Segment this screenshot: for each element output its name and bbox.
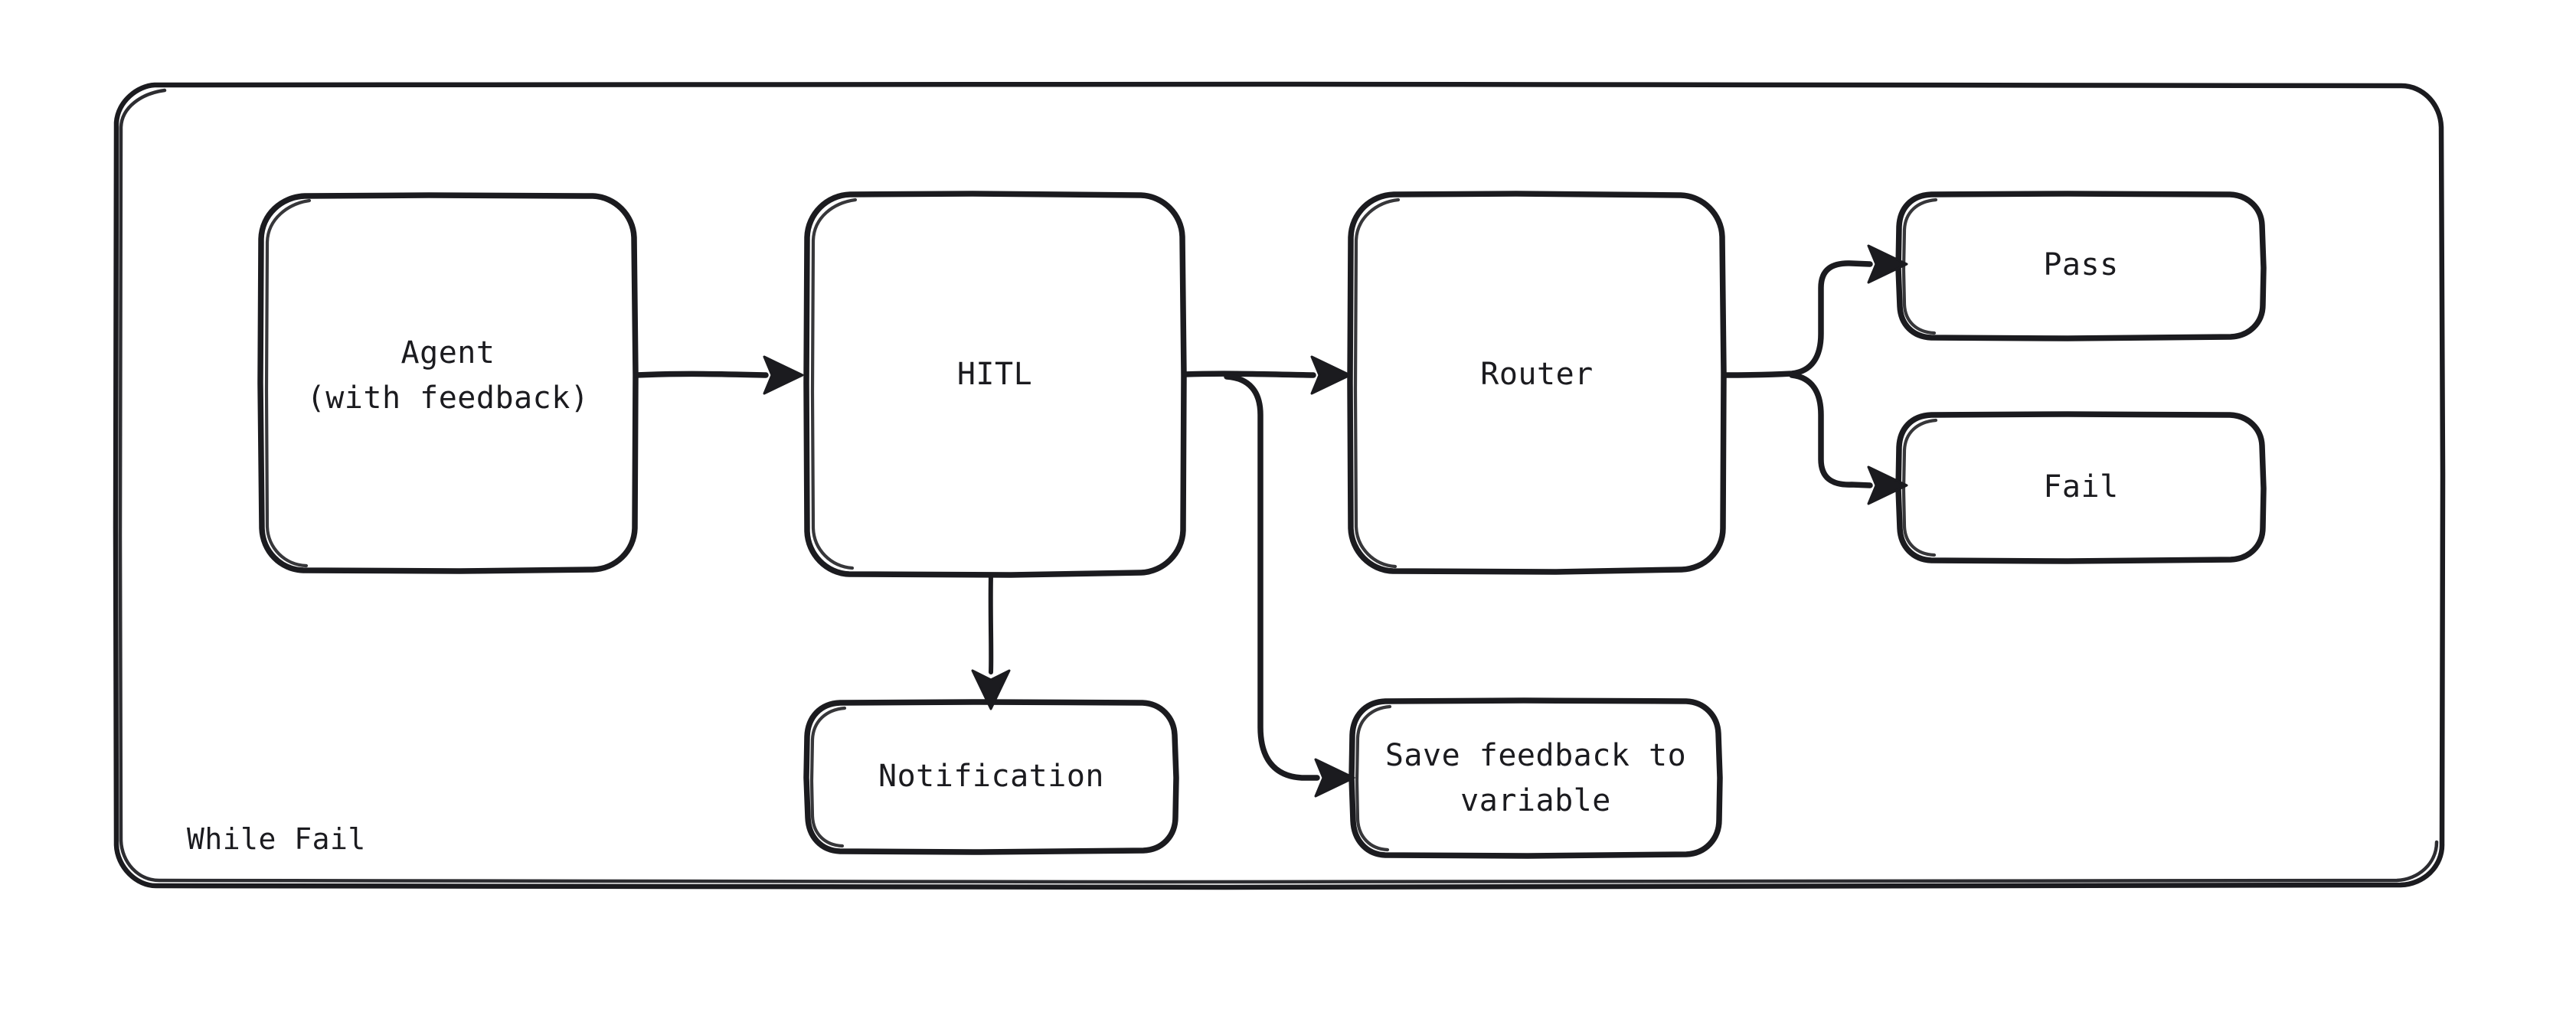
node-notification-label-line-1: Notification — [878, 759, 1104, 795]
node-router-label-line-1: Router — [1480, 357, 1594, 393]
node-fail-label-line-1: Fail — [2043, 469, 2119, 505]
edge-hitl-to-router — [1182, 355, 1352, 395]
node-hitl-label[interactable]: HITL — [806, 352, 1183, 398]
edge-hitl-to-savefeedback — [1224, 374, 1355, 798]
while-fail-group-label: While Fail — [187, 822, 366, 856]
node-pass-label[interactable]: Pass — [1898, 243, 2264, 289]
node-hitl-shape[interactable] — [803, 191, 1187, 578]
node-savefeedback-shape[interactable] — [1348, 697, 1723, 859]
node-agent-label[interactable]: Agent (with feedback) — [260, 329, 636, 423]
node-router-label[interactable]: Router — [1350, 352, 1724, 398]
edge-router-to-pass — [1721, 244, 1908, 378]
node-hitl-label-line-1: HITL — [956, 357, 1033, 393]
node-fail-label[interactable]: Fail — [1898, 465, 2264, 511]
node-savefeedback-label-line-1: Save feedback to — [1384, 737, 1687, 773]
edge-hitl-to-notification — [971, 573, 1011, 710]
node-savefeedback-label-line-2: variable — [1460, 783, 1611, 818]
edge-router-to-fail — [1789, 372, 1908, 505]
node-notification-label[interactable]: Notification — [806, 754, 1176, 800]
node-pass-label-line-1: Pass — [2043, 247, 2119, 283]
node-notification-shape[interactable] — [803, 699, 1179, 855]
node-agent-shape[interactable] — [257, 192, 639, 574]
edge-agent-to-hitl — [633, 355, 804, 395]
node-agent-label-line-1: Agent — [400, 335, 495, 371]
node-agent-label-line-2: (with feedback) — [306, 380, 590, 416]
node-pass-shape[interactable] — [1895, 191, 2267, 341]
while-fail-group-shape[interactable] — [113, 81, 2446, 890]
node-fail-shape[interactable] — [1895, 411, 2267, 564]
node-router-shape[interactable] — [1347, 191, 1727, 575]
node-savefeedback-label[interactable]: Save feedback to variable — [1352, 732, 1720, 825]
